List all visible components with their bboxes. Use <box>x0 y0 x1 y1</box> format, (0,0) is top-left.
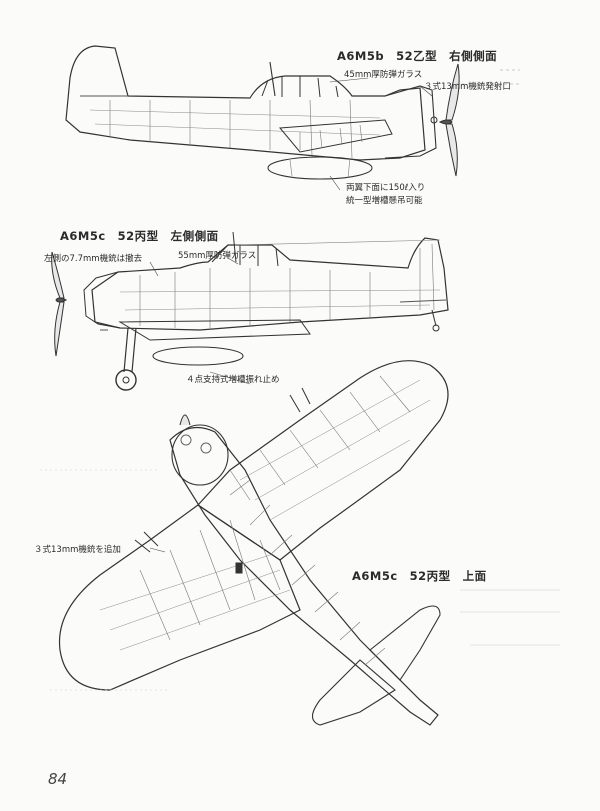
callout-7mm-removed: 左側の7.7mm機銃は撤去 <box>44 254 143 264</box>
callout-13mm-muzzle: ３式13mm機銃発射口 <box>424 82 511 92</box>
callout-tank-2: 統一型増槽懸吊可能 <box>346 196 423 206</box>
right-side-view-title: A6M5b 52乙型 右側側面 <box>337 49 498 63</box>
left-side-view-drawing <box>51 231 449 391</box>
left-side-view-title: A6M5c 52丙型 左側側面 <box>60 229 219 243</box>
callout-leaders <box>149 77 433 553</box>
page-number: 84 <box>48 770 68 788</box>
right-side-view-drawing <box>65 45 520 180</box>
callout-13mm-added: ３式13mm機銃を追加 <box>34 545 121 555</box>
callout-tank-1: 両翼下面に150ℓ入り <box>346 183 426 193</box>
callout-tank-bracing: ４点支持式増槽振れ止め <box>186 375 280 385</box>
top-view-drawing <box>40 360 560 726</box>
top-view-title: A6M5c 52丙型 上面 <box>352 569 487 583</box>
callout-55mm-glass: 55mm厚防弾ガラス <box>178 251 257 261</box>
callout-45mm-glass: 45mm厚防弾ガラス <box>344 70 423 80</box>
